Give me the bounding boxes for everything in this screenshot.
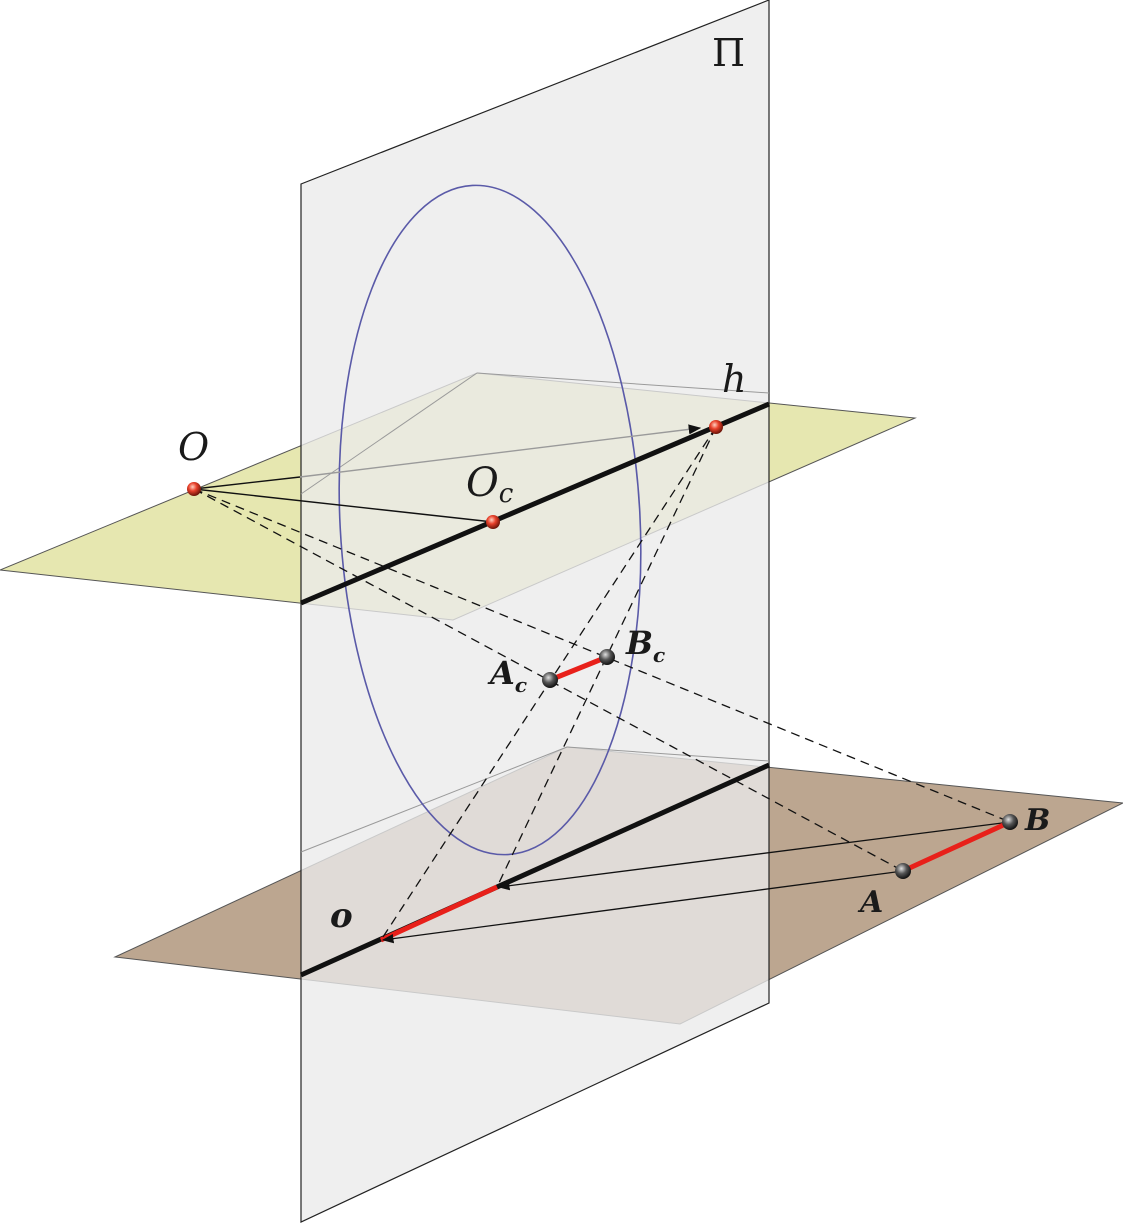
segment-acbc [549, 654, 608, 683]
point-ac [542, 672, 558, 688]
segment-ab [901, 819, 1012, 874]
label-o: O [178, 425, 209, 469]
point-h [709, 420, 723, 434]
sight-line-o-h-hidden [299, 424, 702, 478]
label-h: h [722, 357, 746, 401]
ground-plane-back-edge [300, 746, 568, 853]
ground-line [299, 762, 771, 978]
label-a: A [857, 885, 883, 920]
label-bc: Bc [625, 624, 665, 667]
vanish-line-2 [496, 426, 717, 888]
point-b [1002, 814, 1018, 830]
ground-trace-segment [379, 884, 499, 943]
ground-plane-back-edge-2 [566, 746, 770, 762]
point-a [895, 863, 911, 879]
label-b: B [1024, 803, 1050, 838]
sight-line-o-h [193, 476, 301, 490]
distance-circle [338, 184, 642, 856]
label-oc: Oc [466, 460, 514, 509]
horizon-line [300, 401, 770, 606]
trace-line-a [381, 870, 904, 944]
point-oc [486, 515, 500, 529]
sight-line-o-oc [193, 488, 494, 523]
trace-line-b [497, 821, 1011, 891]
horizon-plane-back-edge-2 [476, 372, 770, 394]
point-bc [599, 649, 615, 665]
label-plane: Π [712, 31, 745, 75]
label-ac: Ac [487, 654, 527, 697]
point-o [187, 482, 201, 496]
picture-plane [300, 0, 770, 1223]
label-ground-line: o [330, 896, 353, 936]
